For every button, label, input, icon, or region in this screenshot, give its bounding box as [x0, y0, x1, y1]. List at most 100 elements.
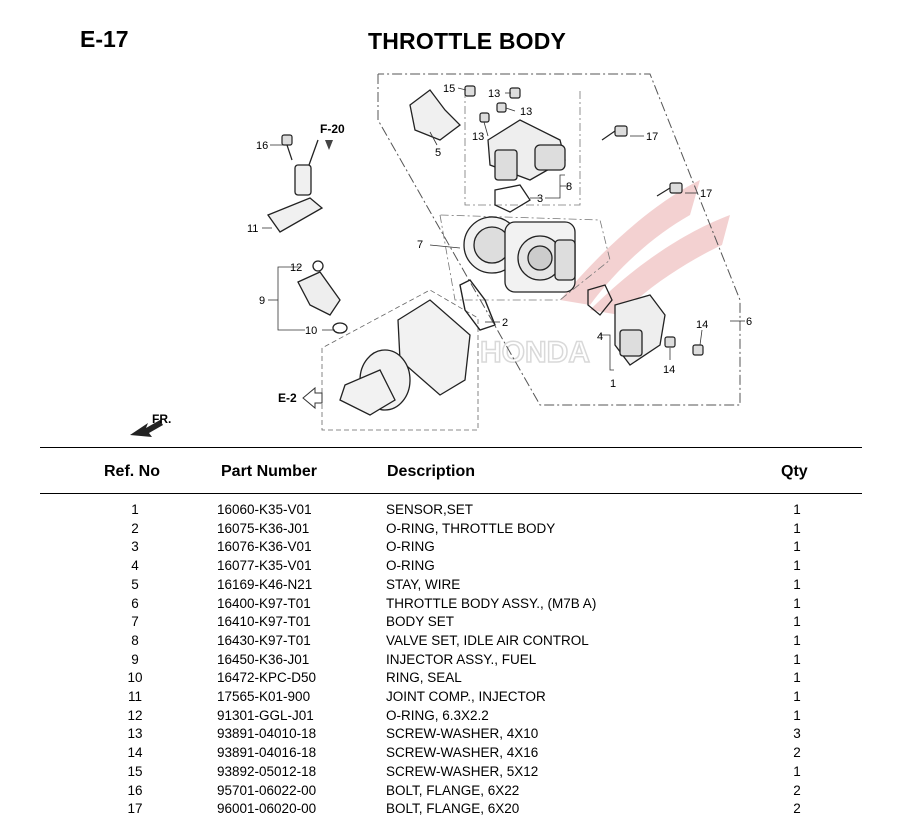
callout-9: 9 — [259, 295, 265, 307]
description-cell: BOLT, FLANGE, 6X22 — [386, 782, 520, 798]
fr-label: FR. — [152, 412, 171, 426]
description-cell: INJECTOR ASSY., FUEL — [386, 651, 537, 667]
qty-cell: 2 — [793, 745, 801, 761]
ref-no-cell: 5 — [131, 576, 139, 592]
ref-no-cell: 17 — [127, 801, 143, 817]
table-top-rule — [40, 447, 862, 448]
qty-cell: 1 — [793, 707, 801, 723]
description-cell: O-RING, 6.3X2.2 — [386, 707, 489, 723]
qty-cell: 1 — [793, 520, 801, 536]
qty-cell: 1 — [793, 689, 801, 704]
qty-cell: 1 — [793, 539, 801, 555]
qty-cell: 3 — [793, 726, 801, 742]
fasteners-illustration — [281, 85, 704, 356]
table-header-rule — [40, 493, 862, 494]
callout-8: 8 — [566, 181, 572, 193]
ref-no-cell: 16 — [127, 782, 143, 798]
assembly-boundary-6 — [377, 73, 741, 406]
qty-cell: 1 — [793, 502, 801, 517]
callout-17b: 17 — [700, 188, 712, 200]
header-qty: Qty — [781, 463, 808, 480]
ref-no-cell: 14 — [127, 745, 143, 761]
exploded-parts-diagram: HONDA — [130, 73, 752, 437]
part-number-cell: 16472-KPC-D50 — [217, 670, 317, 686]
header-ref-no: Ref. No — [104, 463, 160, 480]
callout-16: 16 — [256, 140, 268, 152]
callout-15: 15 — [443, 83, 455, 95]
callout-4: 4 — [597, 331, 603, 343]
description-cell: BOLT, FLANGE, 6X20 — [386, 801, 520, 817]
f20-reference: F-20 — [320, 122, 345, 150]
part-number-cell: 91301-GGL-J01 — [217, 707, 314, 723]
callout-14a: 14 — [663, 364, 675, 376]
qty-cell: 2 — [793, 801, 801, 817]
ref-no-cell: 8 — [131, 632, 139, 648]
ref-no-cell: 3 — [131, 539, 139, 555]
part-number-cell: 16169-K46-N21 — [217, 576, 313, 592]
ref-no-cell: 10 — [127, 670, 143, 686]
description-cell: O-RING — [386, 539, 435, 555]
part-number-cell: 93891-04016-18 — [217, 745, 317, 761]
callout-2: 2 — [502, 317, 508, 329]
front-direction-arrow: FR. — [130, 412, 171, 437]
sensor-set-illustration — [614, 294, 666, 366]
table-row: 10 16472-KPC-D50 RING, SEAL 1 — [0, 668, 916, 687]
description-cell: RING, SEAL — [386, 670, 462, 686]
fuel-injector-illustration — [297, 260, 348, 334]
qty-cell: 1 — [793, 614, 801, 630]
stay-wire-illustration — [409, 89, 461, 141]
callout-7: 7 — [417, 239, 423, 251]
callout-13a: 13 — [488, 88, 500, 100]
qty-cell: 1 — [793, 558, 801, 574]
description-cell: SCREW-WASHER, 4X10 — [386, 726, 539, 742]
qty-cell: 1 — [793, 763, 801, 779]
ref-no-cell: 4 — [131, 558, 139, 574]
header-part-number: Part Number — [221, 463, 318, 480]
part-number-cell: 17565-K01-900 — [217, 689, 311, 704]
description-cell: VALVE SET, IDLE AIR CONTROL — [386, 632, 589, 648]
qty-cell: 1 — [793, 632, 801, 648]
qty-cell: 1 — [793, 651, 801, 667]
callout-14b: 14 — [696, 319, 708, 331]
description-cell: SENSOR,SET — [386, 502, 474, 517]
ref-no-cell: 2 — [131, 520, 139, 536]
honda-wing-watermark — [560, 180, 730, 315]
table-row: 14 93891-04016-18 SCREW-WASHER, 4X16 2 — [0, 743, 916, 762]
e2-reference: E-2 — [278, 386, 323, 410]
description-cell: THROTTLE BODY ASSY., (M7B A) — [386, 595, 597, 611]
callout-12: 12 — [290, 262, 302, 274]
intake-dashed-box — [321, 289, 479, 431]
qty-cell: 1 — [793, 576, 801, 592]
o-ring-4-illustration — [587, 284, 613, 316]
part-number-cell: 96001-06020-00 — [217, 801, 317, 817]
diagram-code: E-17 — [80, 26, 129, 52]
ref-no-cell: 1 — [131, 502, 139, 517]
body-set-boundary-7 — [439, 214, 611, 301]
qty-cell: 2 — [793, 782, 801, 798]
callout-13c: 13 — [472, 131, 484, 143]
f20-label: F-20 — [320, 122, 345, 136]
qty-cell: 1 — [793, 595, 801, 611]
description-cell: O-RING, THROTTLE BODY — [386, 520, 556, 536]
part-number-cell: 16060-K35-V01 — [217, 502, 312, 517]
callout-11: 11 — [247, 223, 258, 235]
callout-numbers: 1 2 3 4 5 6 7 8 9 10 11 12 13 13 13 14 1… — [247, 83, 752, 390]
watermark-text: HONDA — [480, 336, 590, 369]
callout-3: 3 — [537, 193, 543, 205]
header-description: Description — [387, 463, 476, 480]
part-number-cell: 16075-K36-J01 — [217, 520, 310, 536]
description-cell: SCREW-WASHER, 4X16 — [386, 745, 539, 761]
part-number-cell: 93891-04010-18 — [217, 726, 317, 742]
part-number-cell: 16077-K35-V01 — [217, 558, 312, 574]
description-cell: SCREW-WASHER, 5X12 — [386, 763, 539, 779]
o-ring-3-illustration — [494, 184, 531, 213]
qty-cell: 1 — [793, 670, 801, 686]
